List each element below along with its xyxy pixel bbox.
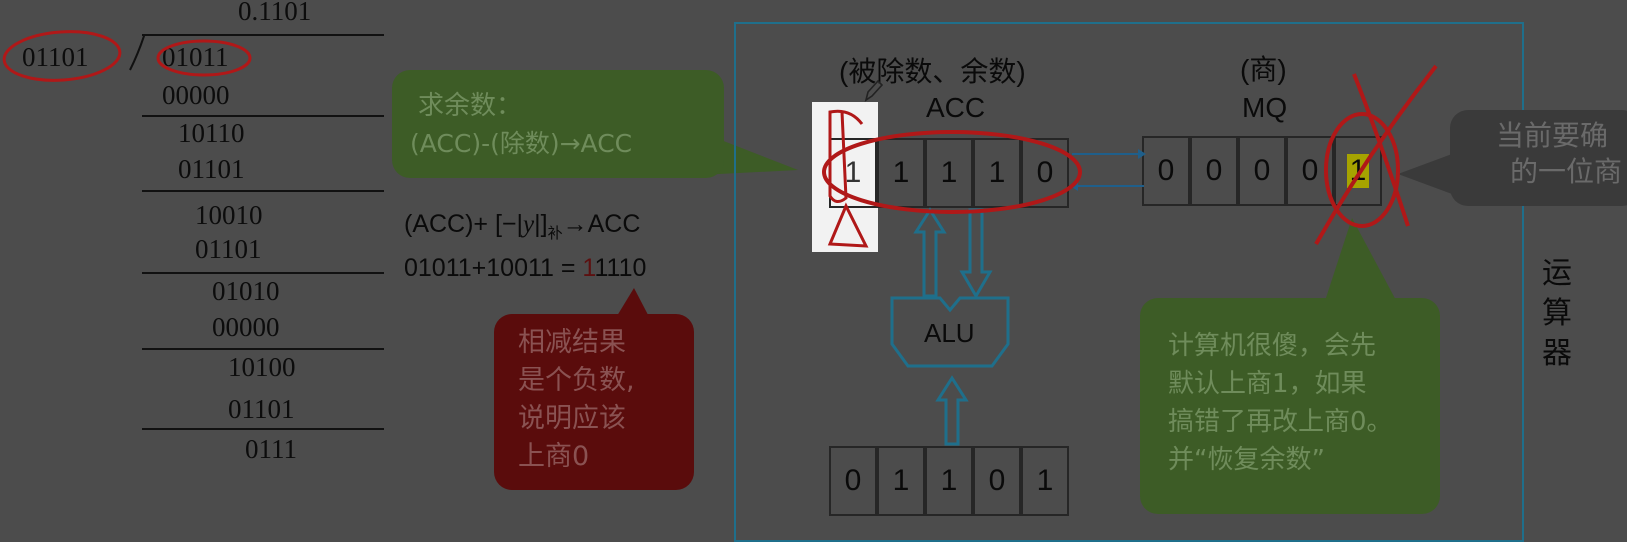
gray-note: 当前要确 的一位商 <box>1450 110 1627 206</box>
acc-label: ACC <box>926 92 986 123</box>
pencil-cursor-icon <box>864 79 884 102</box>
red-note-line: 相减结果 <box>518 327 626 358</box>
green-note2: 计算机很傻，会先 默认上商1，如果 搞错了再改上商0。 并“恢复余数” <box>1140 298 1440 514</box>
mq-bit-circle <box>1324 112 1400 228</box>
calc-line-2: 01011+10011 = 11110 <box>404 254 646 283</box>
divisor-to-alu-arrow <box>935 375 969 446</box>
quotient-line <box>142 34 384 36</box>
division-row: 01010 <box>212 276 280 306</box>
mq-bit: 0 <box>1238 136 1286 206</box>
dividend: 01011 <box>162 42 229 72</box>
division-row: 01101 <box>195 234 262 264</box>
subtraction-line <box>142 348 384 350</box>
calc-line1-suffix: →ACC <box>562 210 641 238</box>
calc-line2-suffix: 1110 <box>594 254 647 282</box>
mq-bit-cross <box>1314 64 1438 245</box>
unit-label-char: 算 <box>1542 297 1572 330</box>
divisor-bit: 1 <box>877 446 925 516</box>
subtraction-line <box>142 428 384 430</box>
division-row: 01101 <box>178 154 245 184</box>
handwritten-annotations <box>2 30 1438 248</box>
calc-line1-mid: |] <box>534 210 548 238</box>
gray-note-pointer <box>1398 154 1452 194</box>
divisor: 01101 <box>22 42 89 72</box>
division-row: 01101 <box>228 394 295 424</box>
alu-arrows <box>913 207 993 299</box>
division-row: 10010 <box>195 200 263 230</box>
red-note-line: 说明应该 <box>518 403 626 434</box>
divisor-bit: 0 <box>973 446 1021 516</box>
quotient: 0.1101 <box>238 0 312 26</box>
division-row: 10110 <box>178 118 245 148</box>
calc-line2-prefix: 01011+10011 = <box>404 254 583 282</box>
acc-sign-triangle <box>827 202 869 248</box>
calc-line-1: (ACC)+ [−|y|]补→ACC <box>404 210 640 243</box>
acc-caption: (被除数、余数) <box>839 56 1026 87</box>
green-note2-line: 默认上商1，如果 <box>1168 369 1367 399</box>
division-row: 0111 <box>245 434 297 464</box>
gray-note-line1: 当前要确 <box>1496 119 1609 152</box>
red-note-line: 上商0 <box>518 441 590 472</box>
alu-label: ALU <box>924 318 975 348</box>
unit-label: 运 算 器 <box>1542 254 1572 374</box>
divisor-bit: 1 <box>1021 446 1069 516</box>
green-note2-line: 并“恢复余数” <box>1168 445 1325 475</box>
green-note-line1: 求余数： <box>418 91 523 121</box>
green-note-line2: (ACC)-(除数)→ACC <box>410 129 633 158</box>
mq-caption: (商) <box>1240 54 1287 85</box>
green-note: 求余数： (ACC)-(除数)→ACC <box>392 70 724 178</box>
subtraction-line <box>142 115 384 117</box>
acc-bit: 1 <box>925 138 973 208</box>
calc-line2-highlight: 1 <box>582 254 595 282</box>
green-note2-pointer <box>1324 218 1398 304</box>
acc-circle <box>822 130 1082 214</box>
division-bracket <box>129 34 145 71</box>
gray-note-line2: 的一位商 <box>1510 155 1623 188</box>
mq-bit: 0 <box>1190 136 1238 206</box>
mq-bit: 0 <box>1142 136 1190 206</box>
division-row: 10100 <box>228 352 296 382</box>
acc-sign-mark <box>828 109 864 203</box>
alu-shape <box>890 296 1010 368</box>
calc-line1-sub: 补 <box>547 225 563 242</box>
red-note: 相减结果 是个负数, 说明应该 上商0 <box>494 314 694 490</box>
division-row: 00000 <box>212 312 280 342</box>
acc-bit: 1 <box>973 138 1021 208</box>
green-note2-line: 搞错了再改上商0。 <box>1168 407 1393 437</box>
division-row: 00000 <box>162 80 230 110</box>
calc-line1-prefix: (ACC)+ [−| <box>404 210 524 238</box>
divisor-bit: 1 <box>925 446 973 516</box>
mq-label: MQ <box>1242 92 1288 123</box>
green-note2-line: 计算机很傻，会先 <box>1168 331 1377 361</box>
calc-line1-y: y <box>523 211 535 238</box>
subtraction-line <box>142 190 384 192</box>
red-note-line: 是个负数, <box>518 365 635 396</box>
subtraction-line <box>142 272 384 274</box>
unit-label-char: 运 <box>1542 257 1572 290</box>
unit-label-char: 器 <box>1542 337 1572 370</box>
divisor-circle <box>2 30 122 82</box>
dividend-circle <box>156 39 252 77</box>
